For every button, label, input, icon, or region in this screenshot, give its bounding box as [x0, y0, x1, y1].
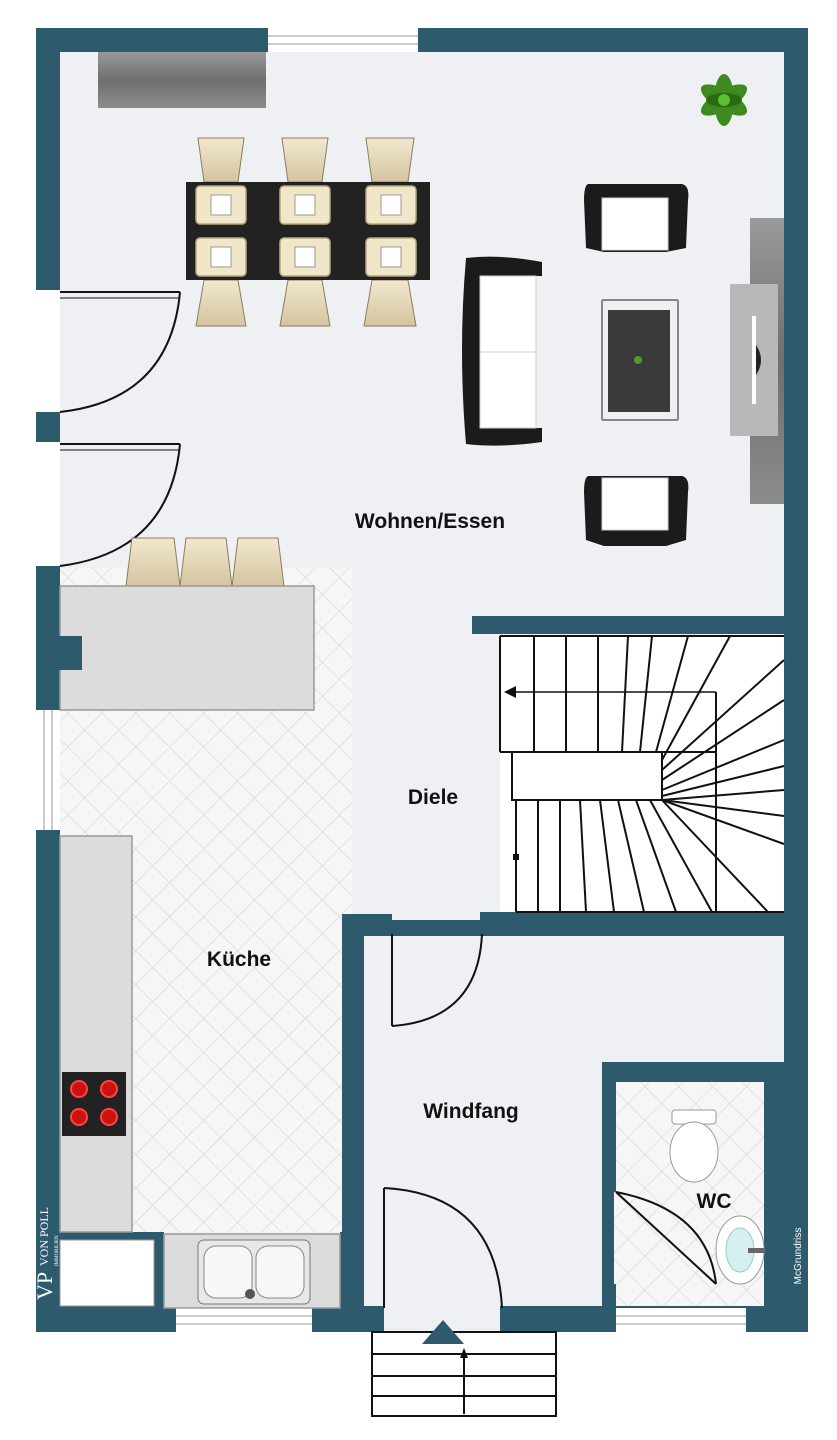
von-poll-logo: VP VON POLL IMMOBILIEN: [32, 1207, 60, 1300]
room-label-windfang: Windfang: [423, 1100, 518, 1123]
dining-set: [186, 137, 430, 327]
terrace-doors: [36, 290, 181, 567]
kitchen-island: [59, 585, 315, 711]
tv-unit: [730, 218, 784, 504]
armchair: [584, 184, 689, 252]
stair-start-marker: [513, 854, 519, 860]
room-label-wc: WC: [697, 1190, 732, 1213]
coffee-table: [601, 299, 679, 421]
plant-icon: [700, 74, 748, 126]
fridge: [59, 1239, 155, 1307]
armchair: [584, 476, 689, 546]
windows: [36, 28, 746, 1332]
toilet: [669, 1109, 719, 1183]
bar-stools: [125, 537, 285, 587]
sideboard: [98, 52, 266, 108]
room-label-diele: Diele: [408, 786, 458, 809]
room-label-kueche: Küche: [207, 948, 271, 971]
interior-doors: [383, 933, 717, 1309]
cooktop-icon: [62, 1072, 126, 1136]
room-label-wohnen-essen: Wohnen/Essen: [355, 510, 505, 533]
logo-name: VON POLL: [37, 1207, 51, 1266]
triangle-up-icon: [422, 1320, 464, 1344]
kitchen-counter: [59, 835, 133, 1233]
sofa: [462, 256, 542, 446]
credit-text: McGrundriss: [793, 1228, 804, 1285]
sink-counter: [163, 1233, 341, 1309]
washbasin: [715, 1215, 765, 1285]
arrow-left-icon: [504, 686, 516, 698]
wall-stub: [36, 636, 82, 670]
logo-mark: VP: [32, 1272, 57, 1300]
logo-sub: IMMOBILIEN: [55, 1235, 60, 1266]
entrance-steps: [371, 1331, 557, 1417]
staircase: [499, 635, 785, 913]
